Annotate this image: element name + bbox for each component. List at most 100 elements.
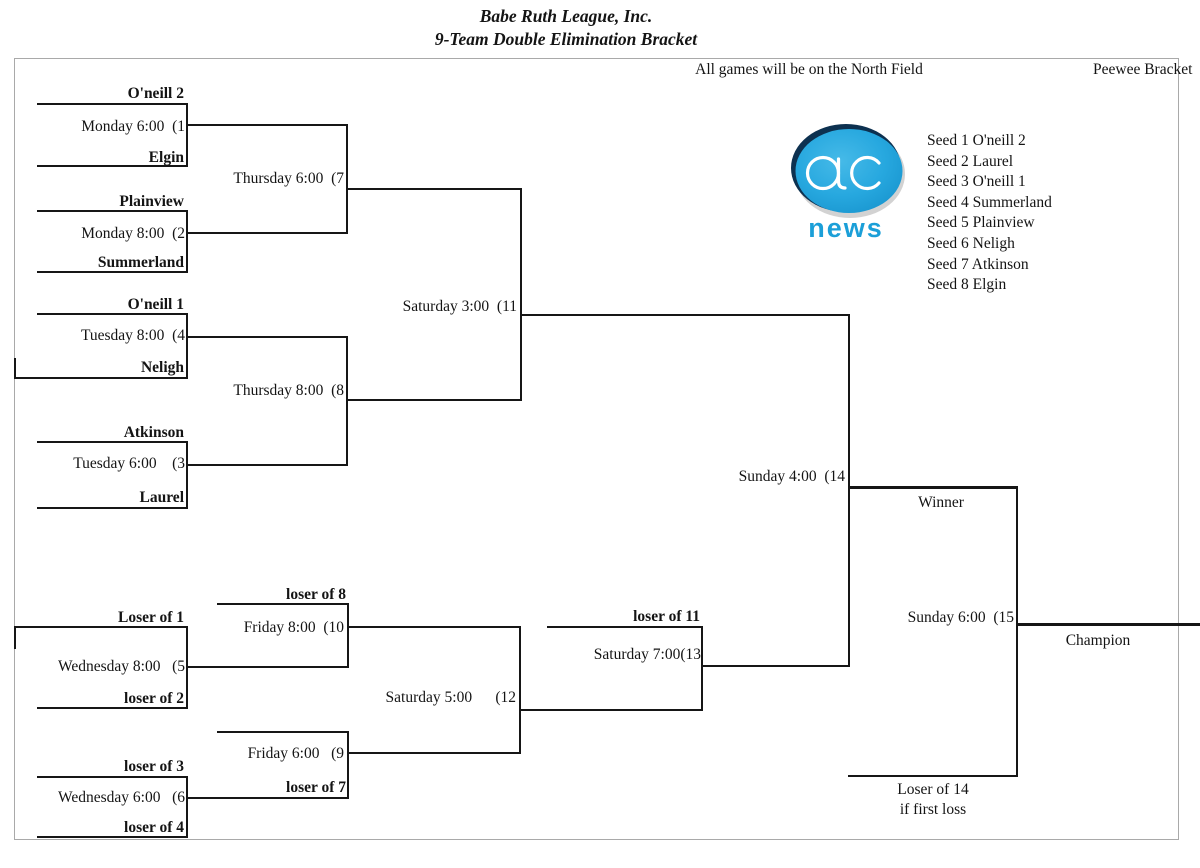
- bracket-line: [186, 103, 188, 167]
- bracket-line: [701, 626, 703, 711]
- bracket-line: [37, 836, 188, 838]
- bracket-line: [15, 377, 188, 379]
- bracket-line: [346, 336, 348, 466]
- slot-loser-of-8: loser of 8: [286, 586, 346, 603]
- bracket-line: [37, 441, 188, 443]
- bracket-line: [349, 626, 519, 628]
- game-12-label: Saturday 5:00 (12: [385, 689, 516, 706]
- team-oneill-2: O'neill 2: [127, 85, 184, 102]
- bracket-line: [1016, 486, 1018, 777]
- game-9-label: Friday 6:00 (9: [247, 745, 344, 762]
- bracket-border: [14, 58, 1179, 840]
- bracket-line: [188, 124, 348, 126]
- bracket-line: [37, 271, 188, 273]
- team-plainview: Plainview: [119, 193, 184, 210]
- game-11-label: Saturday 3:00 (11: [402, 298, 517, 315]
- seed-item: Seed 5 Plainview: [927, 214, 1035, 232]
- slot-loser-of-11: loser of 11: [633, 608, 700, 625]
- team-laurel: Laurel: [139, 489, 185, 506]
- if-first-loss-label: if first loss: [899, 801, 967, 818]
- logo-ellipse: [795, 129, 903, 213]
- bracket-line: [188, 797, 349, 799]
- seed-item: Seed 1 O'neill 2: [927, 132, 1026, 149]
- bracket-line: [186, 313, 188, 379]
- bracket-line: [848, 314, 850, 667]
- bracket-line: [186, 441, 188, 509]
- bracket-line: [519, 626, 521, 754]
- game-14-label: Sunday 4:00 (14: [738, 468, 845, 485]
- bracket-line: [186, 626, 188, 709]
- bracket-line: [347, 731, 349, 799]
- slot-loser-of-4: loser of 4: [124, 819, 184, 836]
- bracket-line: [186, 776, 188, 838]
- bracket-line: [15, 626, 188, 628]
- bracket-line: [37, 210, 188, 212]
- bracket-line: [37, 776, 188, 778]
- team-neligh: Neligh: [140, 359, 184, 376]
- game-1-label: Monday 6:00 (1: [81, 118, 185, 135]
- loser-of-14-label: Loser of 14: [897, 781, 969, 798]
- bracket-line: [188, 232, 348, 234]
- seed-item: Seed 8 Elgin: [927, 276, 1007, 294]
- bracket-line: [188, 336, 348, 338]
- game-2-label: Monday 8:00 (2: [81, 225, 185, 242]
- slot-loser-of-1: Loser of 1: [117, 609, 184, 626]
- game-13-label: Saturday 7:00(13: [593, 646, 701, 663]
- bracket-line: [37, 507, 188, 509]
- bracket-line: [521, 709, 701, 711]
- seed-item: Seed 4 Summerland: [927, 193, 1052, 211]
- bracket-line: [37, 313, 188, 315]
- winner-line: [848, 486, 1018, 489]
- game-5-label: Wednesday 8:00 (5: [57, 658, 185, 675]
- game-6-label: Wednesday 6:00 (6: [57, 789, 185, 806]
- winner-label: Winner: [918, 494, 964, 511]
- bracket-name: Peewee Bracket: [1093, 61, 1193, 78]
- bracket-line: [520, 314, 850, 316]
- slot-loser-of-2: loser of 2: [124, 690, 184, 707]
- seed-item: Seed 3 O'neill 1: [927, 173, 1026, 191]
- title-line-1: Babe Ruth League, Inc.: [479, 6, 653, 26]
- bracket-line: [347, 603, 349, 668]
- game-4-label: Tuesday 8:00 (4: [80, 327, 185, 344]
- bracket-line: [37, 707, 188, 709]
- logo-ac-letters: [805, 155, 881, 191]
- field-note: All games will be on the North Field: [695, 61, 923, 78]
- bracket-line: [348, 188, 522, 190]
- seed-list: Seed 1 O'neill 2 Seed 2 Laurel Seed 3 O'…: [927, 131, 1052, 296]
- bracket-line: [520, 188, 522, 401]
- champion-label: Champion: [1065, 632, 1131, 649]
- play-in-stub: [14, 626, 16, 649]
- slot-loser-of-3: loser of 3: [124, 758, 184, 775]
- seed-item: Seed 7 Atkinson: [927, 255, 1029, 273]
- team-atkinson: Atkinson: [123, 424, 184, 441]
- champion-line: [1016, 623, 1200, 626]
- bracket-line: [37, 165, 188, 167]
- page-title: Babe Ruth League, Inc. 9-Team Double Eli…: [366, 5, 766, 51]
- bracket-line: [349, 752, 519, 754]
- game-15-label: Sunday 6:00 (15: [907, 609, 1014, 626]
- bracket-line: [217, 603, 349, 605]
- game-3-label: Tuesday 6:00 (3: [73, 455, 185, 472]
- slot-loser-of-7: loser of 7: [286, 779, 346, 796]
- bracket-line: [37, 103, 188, 105]
- team-oneill-1: O'neill 1: [127, 296, 184, 313]
- play-in-stub: [14, 358, 16, 379]
- team-summerland: Summerland: [97, 254, 184, 271]
- seed-item: Seed 2 Laurel: [927, 152, 1014, 170]
- ac-news-logo: news: [791, 124, 905, 243]
- bracket-line: [547, 626, 703, 628]
- bracket-line: [217, 731, 349, 733]
- game-8-label: Thursday 8:00 (8: [233, 382, 344, 399]
- loser-of-14-line: [848, 775, 1018, 777]
- title-line-2: 9-Team Double Elimination Bracket: [434, 29, 698, 49]
- game-10-label: Friday 8:00 (10: [243, 619, 344, 636]
- bracket-line: [348, 399, 522, 401]
- bracket-line: [188, 666, 349, 668]
- team-elgin: Elgin: [148, 149, 184, 166]
- seed-item: Seed 6 Neligh: [927, 234, 1015, 252]
- game-7-label: Thursday 6:00 (7: [233, 170, 344, 187]
- bracket-line: [346, 124, 348, 234]
- bracket-line: [703, 665, 850, 667]
- bracket-line: [186, 210, 188, 273]
